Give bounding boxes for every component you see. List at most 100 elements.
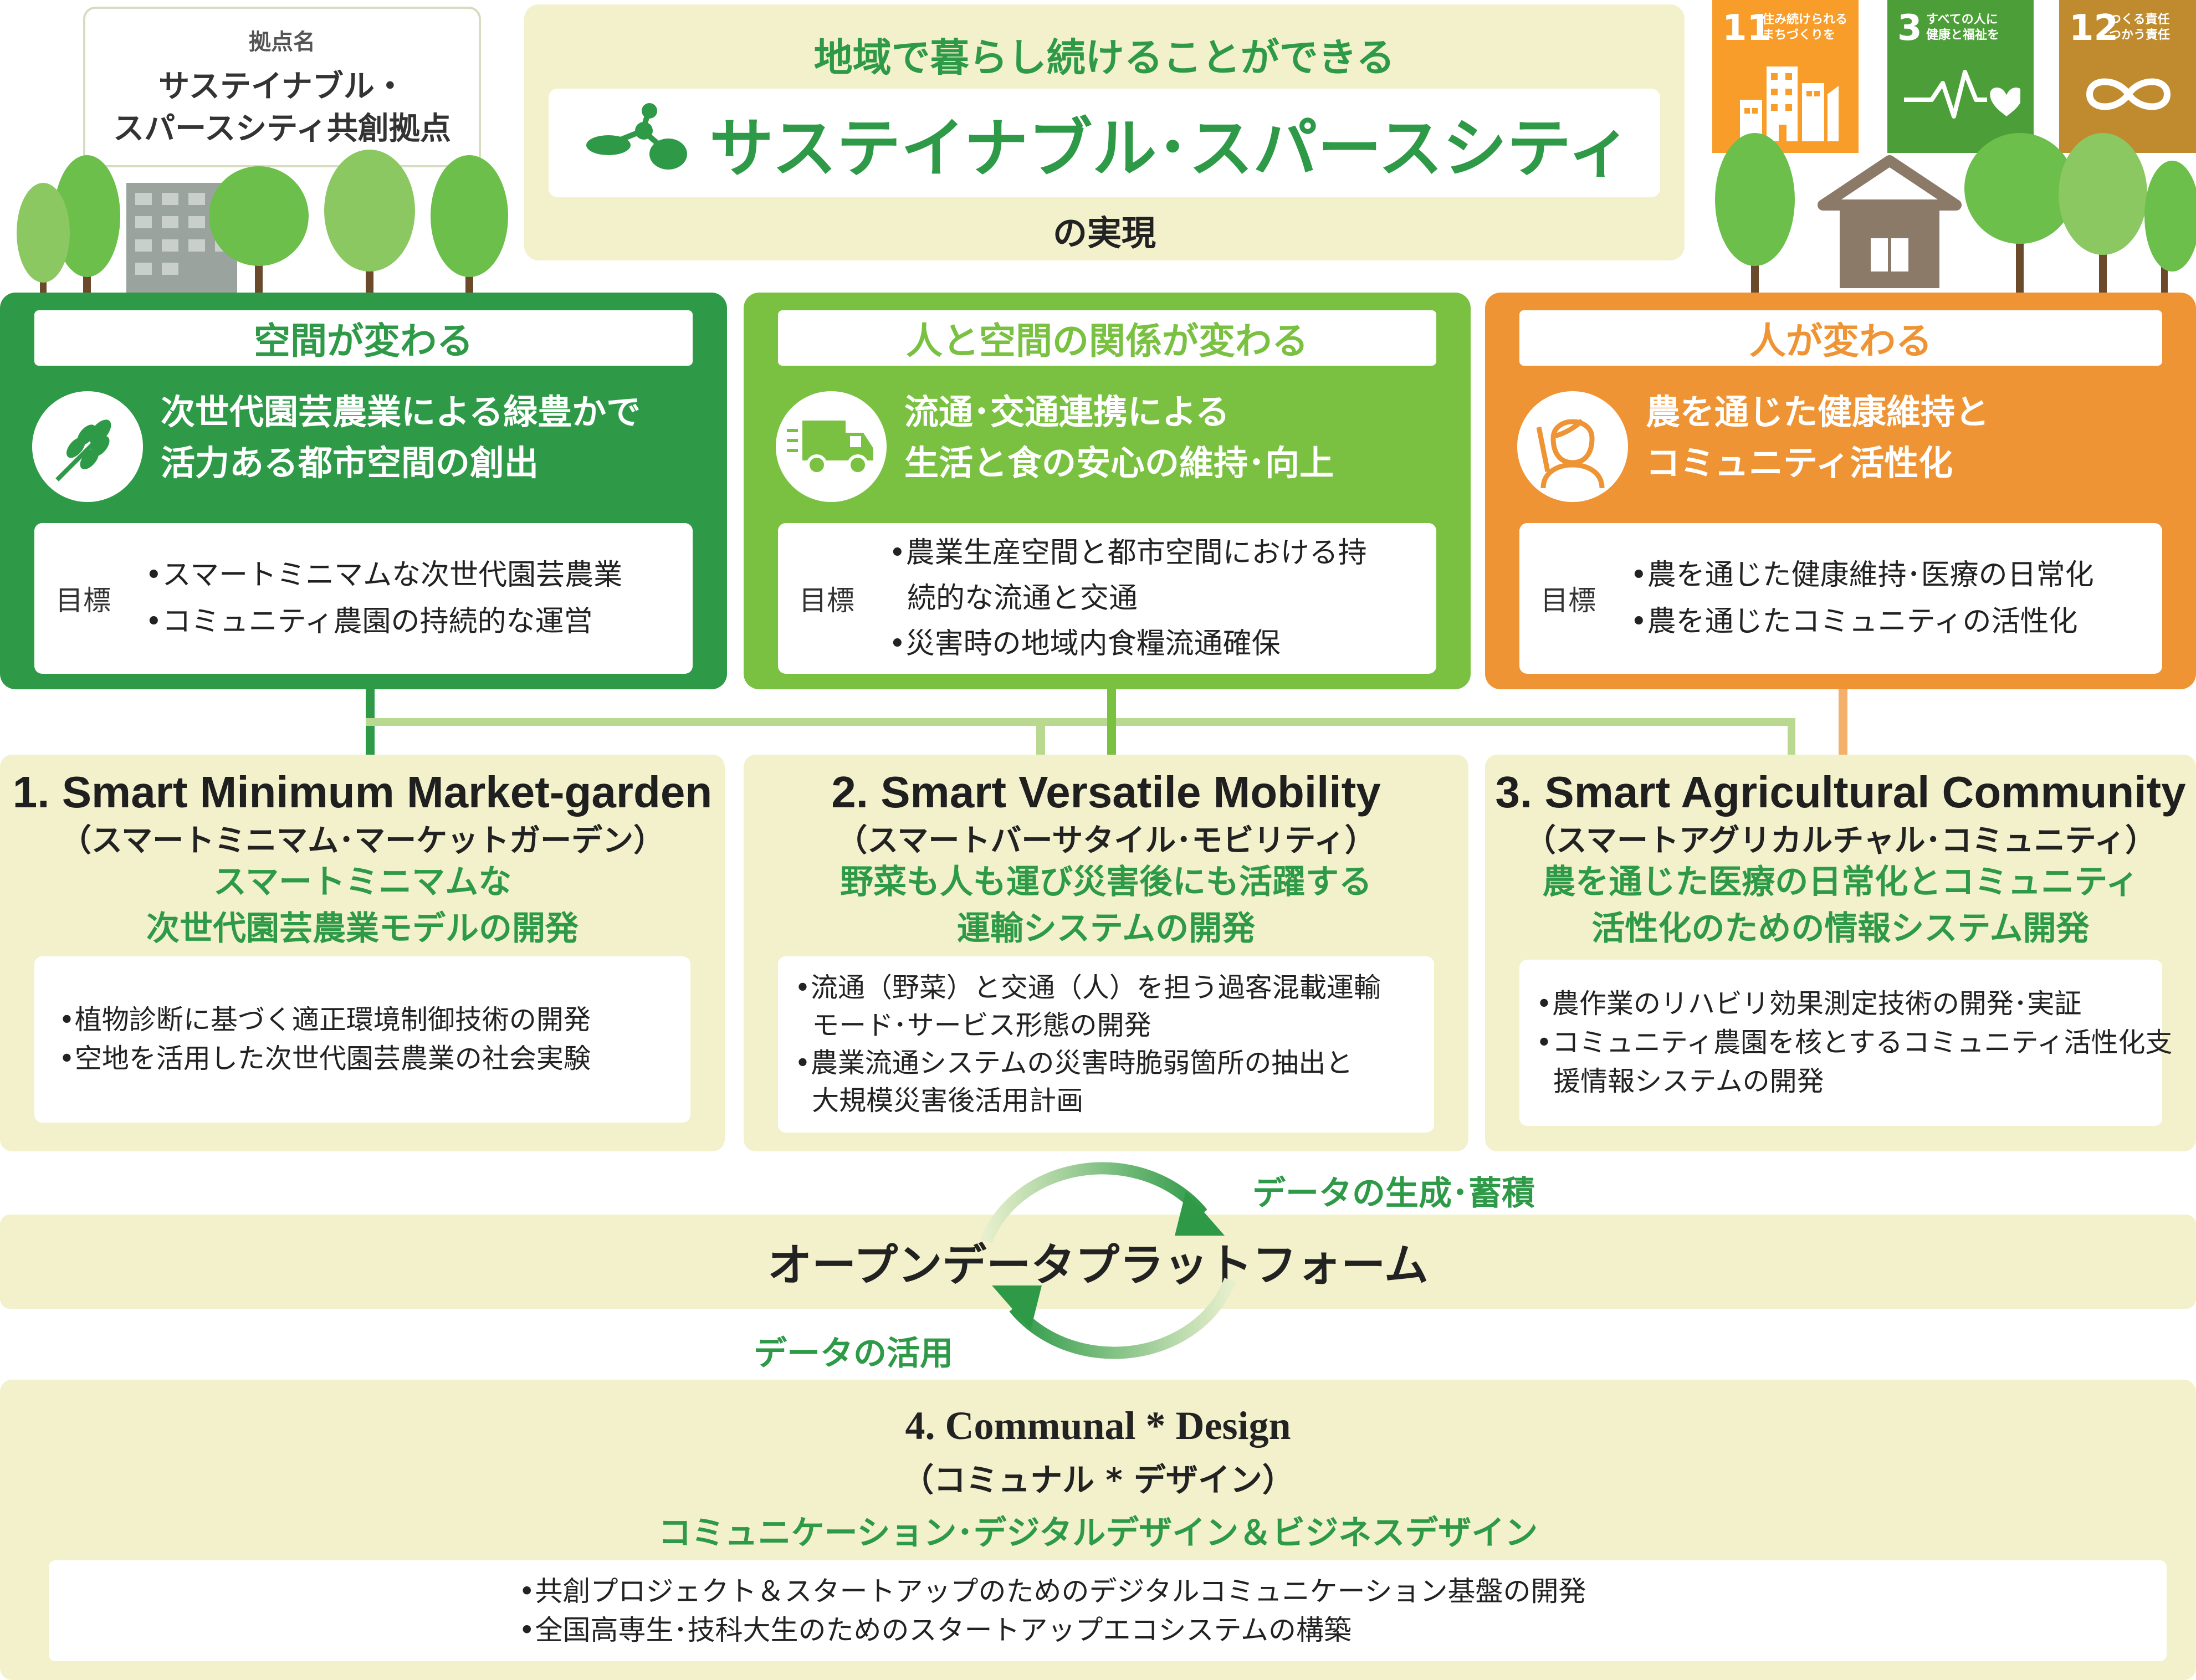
project-task-item: モード･サービス形態の開発 <box>795 1010 1151 1041</box>
tree-icon-2 <box>17 183 70 299</box>
project-task-item: •農作業のリハビリ効果測定技術の開発･実証 <box>1536 988 2082 1020</box>
project-description-line2: 運輸システムの開発 <box>956 909 1256 948</box>
project-title-en: 1. Smart Minimum Market-garden <box>12 767 713 817</box>
project-task-item: •流通（野菜）と交通（人）を担う過客混載運輸 <box>795 972 1381 1003</box>
column-description-line1: 次世代園芸農業による緑豊かで <box>161 392 641 432</box>
house-icon <box>1818 155 1962 288</box>
connector-line <box>1839 689 1847 755</box>
vision-title-box: サステイナブル･スパースシティ <box>549 89 1660 197</box>
project-tasks-box: •流通（野菜）と交通（人）を担う過客混載運輸 モード･サービス形態の開発 •農業… <box>778 956 1434 1133</box>
column-space-changes: 空間が変わる 次世代園芸農業による緑豊かで 活力ある都市空間の創出 目標 •スマ… <box>0 293 727 689</box>
goal-list: •農を通じた健康維持･医療の日常化 •農を通じたコミュニティの活性化 <box>1630 523 2151 674</box>
column-description: 次世代園芸農業による緑豊かで 活力ある都市空間の創出 <box>161 387 715 489</box>
design-title-en: 4. Communal * Design <box>905 1404 1291 1448</box>
sdg-number: 3 <box>1897 8 1922 49</box>
hub-name-line2: スパースシティ共創拠点 <box>113 111 451 147</box>
project-task-item: 大規模災害後活用計画 <box>795 1085 1084 1116</box>
sdg-text: 住み続けられる まちづくりを <box>1762 12 1847 43</box>
column-goal-box: 目標 •農を通じた健康維持･医療の日常化 •農を通じたコミュニティの活性化 <box>1519 523 2162 674</box>
project-tasks-box: •植物診断に基づく適正環境制御技術の開発 •空地を活用した次世代園芸農業の社会実… <box>34 956 690 1123</box>
project-description-line1: 野菜も人も運び災害後にも活躍する <box>840 863 1372 902</box>
goal-list: •農業生産空間と都市空間における持 続的な流通と交通 •災害時の地域内食糧流通確… <box>889 523 1426 674</box>
tree-icon-9 <box>2144 161 2196 294</box>
goal-item: 続的な流通と交通 <box>889 582 1138 615</box>
project-description: 農を通じた医療の日常化とコミュニティ 活性化のための情報システム開発 <box>1485 859 2196 952</box>
connector-line <box>1036 718 1045 755</box>
person-icon <box>1536 418 1605 488</box>
column-goal-box: 目標 •スマートミニマムな次世代園芸農業 •コミュニティ農園の持続的な運営 <box>34 523 693 674</box>
column-label: 人と空間の関係が変わる <box>778 310 1436 366</box>
goal-item: •スマートミニマムな次世代園芸農業 <box>145 559 623 592</box>
goal-item: •農を通じた健康維持･医療の日常化 <box>1630 559 2094 592</box>
vision-subtitle: 地域で暮らし続けることができる <box>813 35 1395 80</box>
column-label: 人が変わる <box>1519 310 2162 366</box>
hub-heading: 拠点名 <box>249 29 315 55</box>
project-title-en: 3. Smart Agricultural Community <box>1495 767 2186 817</box>
vision-title-panel: 地域で暮らし続けることができる サステイナブル･スパースシティ の実現 <box>524 4 1685 260</box>
goal-list: •スマートミニマムな次世代園芸農業 •コミュニティ農園の持続的な運営 <box>145 523 683 674</box>
network-logo-icon <box>586 103 687 170</box>
project-description: スマートミニマムな 次世代園芸農業モデルの開発 <box>0 859 725 952</box>
column-icon-circle <box>32 391 143 502</box>
column-people-change: 人が変わる 農を通じた健康維持と コミュニティ活性化 目標 •農を通じた健康維持… <box>1485 293 2196 689</box>
project-title-ja: （スマートミニマム･マーケットガーデン） <box>60 823 665 859</box>
project-title-en: 2. Smart Versatile Mobility <box>831 767 1381 817</box>
data-cycle-arrows-icon <box>980 1162 1236 1359</box>
tree-icon-4 <box>324 150 415 299</box>
column-label: 空間が変わる <box>34 310 693 366</box>
project-task-item: •空地を活用した次世代園芸農業の社会実験 <box>59 1043 591 1074</box>
tree-icon-8 <box>2059 133 2147 294</box>
project-description-line2: 次世代園芸農業モデルの開発 <box>146 909 579 948</box>
goal-tag: 目標 <box>799 585 854 617</box>
cycle-label-generate: データの生成･蓄積 <box>1252 1174 1535 1213</box>
right-scenery-illustration <box>1715 133 2196 294</box>
cycle-label-use: データの活用 <box>754 1334 953 1373</box>
design-tasks-box: •共創プロジェクト＆スタートアップのためのデジタルコミュニケーション基盤の開発 … <box>49 1560 2167 1661</box>
goal-tag: 目標 <box>55 585 111 617</box>
sdg-number: 12 <box>2069 8 2119 49</box>
sdg-text-line2: つかう責任 <box>2109 28 2171 42</box>
vision-title-ending: の実現 <box>1052 213 1156 253</box>
hub-name-line1: サステイナブル・ <box>158 69 406 105</box>
design-task-item: •全国高専生･技科大生のためのスタートアップエコシステムの構築 <box>519 1614 1352 1646</box>
vision-main-title: サステイナブル･スパースシティ <box>709 111 1632 186</box>
project-title-ja: （スマートアグリカルチャル･コミュニティ） <box>1524 823 2157 859</box>
sdg-11-badge: 11 住み続けられる まちづくりを <box>1712 0 1859 153</box>
column-description-line2: 生活と食の安心の維持･向上 <box>904 443 1334 483</box>
column-goal-box: 目標 •農業生産空間と都市空間における持 続的な流通と交通 •災害時の地域内食糧… <box>778 523 1436 674</box>
goal-tag: 目標 <box>1540 585 1596 617</box>
column-relationship-changes: 人と空間の関係が変わる 流通･交通連携による 生活と食の安心の維持･向上 目標 … <box>744 293 1471 689</box>
left-scenery-illustration <box>17 150 508 299</box>
tree-icon-1 <box>54 155 120 299</box>
connector-line <box>1788 718 1795 755</box>
platform-label: オープンデータプラットフォーム <box>767 1239 1429 1291</box>
sdg-text-line2: まちづくりを <box>1762 28 1836 42</box>
tree-icon-3 <box>209 166 309 299</box>
goal-item: •農を通じたコミュニティの活性化 <box>1630 605 2078 638</box>
sdg-12-badge: 12 つくる責任 つかう責任 <box>2059 0 2196 153</box>
sdg-text-line1: 住み続けられる <box>1762 13 1848 27</box>
heartbeat-icon <box>1904 70 2020 119</box>
design-title-ja: （コミュナル * デザイン） <box>902 1461 1294 1499</box>
column-description-line1: 農を通じた健康維持と <box>1646 392 1990 432</box>
design-task-item: •共創プロジェクト＆スタートアップのためのデジタルコミュニケーション基盤の開発 <box>519 1575 1586 1607</box>
hub-name: サステイナブル・ スパースシティ共創拠点 <box>113 66 451 150</box>
project-title-ja: （スマートバーサタイル･モビリティ） <box>836 823 1376 859</box>
tree-icon-6 <box>1715 133 1795 294</box>
project-description-line1: スマートミニマムな <box>213 863 512 902</box>
open-data-platform-bar: オープンデータプラットフォーム <box>0 1215 2196 1309</box>
design-description: コミュニケーション･デジタルデザイン＆ビジネスデザイン <box>658 1514 1538 1553</box>
sdg-text-line1: すべての人に <box>1926 13 1998 27</box>
project-2-panel: 2. Smart Versatile Mobility （スマートバーサタイル･… <box>744 755 1468 1151</box>
sdg-text-line1: つくる責任 <box>2109 13 2170 27</box>
sdg-number: 11 <box>1722 8 1772 49</box>
tree-icon-5 <box>431 155 508 299</box>
column-icon-circle <box>1517 391 1628 502</box>
column-description: 農を通じた健康維持と コミュニティ活性化 <box>1646 387 2178 489</box>
delivery-truck-icon <box>787 421 873 475</box>
project-description-line1: 農を通じた医療の日常化とコミュニティ <box>1542 863 2139 902</box>
connector-line <box>1107 689 1116 755</box>
column-description: 流通･交通連携による 生活と食の安心の維持･向上 <box>904 387 1458 489</box>
project-task-item: 援情報システムの開発 <box>1536 1066 1824 1097</box>
goal-item: •災害時の地域内食糧流通確保 <box>889 627 1281 660</box>
